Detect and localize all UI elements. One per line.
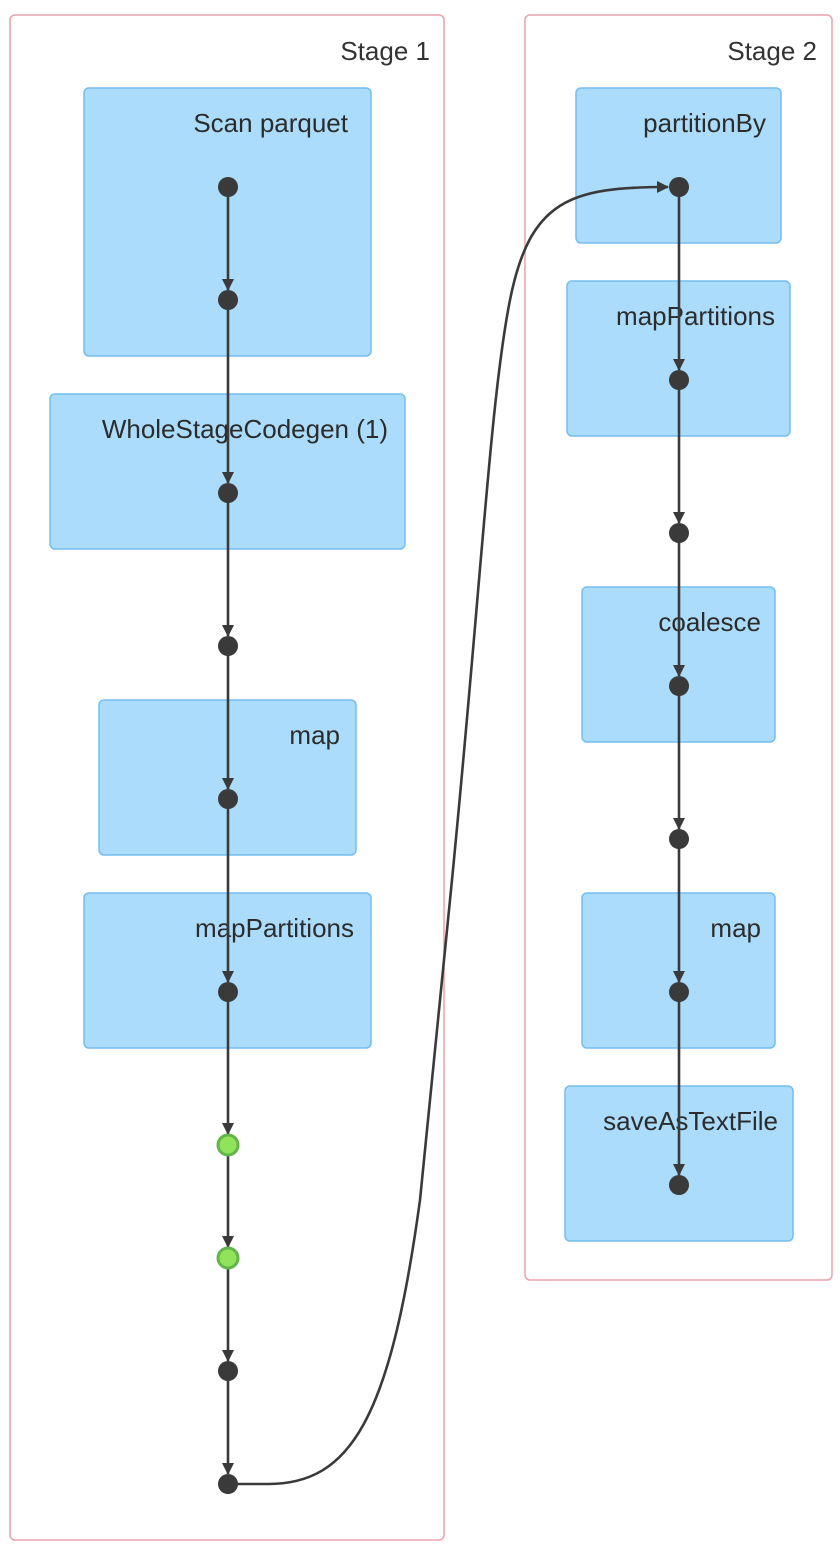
rdd-node[interactable] <box>218 177 238 197</box>
operation-label: WholeStageCodegen (1) <box>102 414 388 444</box>
operation-label: partitionBy <box>643 108 766 138</box>
rdd-node[interactable] <box>218 483 238 503</box>
rdd-node[interactable] <box>669 523 689 543</box>
rdd-node[interactable] <box>669 1175 689 1195</box>
rdd-node[interactable] <box>669 676 689 696</box>
shuffle-edge <box>228 181 669 1486</box>
operation-label: coalesce <box>658 607 761 637</box>
stage-1-label: Stage 1 <box>340 36 430 66</box>
rdd-node[interactable] <box>669 982 689 1002</box>
rdd-nodes <box>216 177 689 1494</box>
rdd-node[interactable] <box>669 829 689 849</box>
rdd-node[interactable] <box>669 177 689 197</box>
cached-rdd-node[interactable] <box>216 1246 240 1270</box>
rdd-node[interactable] <box>218 636 238 656</box>
rdd-node[interactable] <box>669 370 689 390</box>
rdd-node[interactable] <box>218 290 238 310</box>
cached-rdd-node[interactable] <box>216 1133 240 1157</box>
rdd-node[interactable] <box>218 1474 238 1494</box>
operation-label: map <box>710 913 761 943</box>
operation-label: map <box>289 720 340 750</box>
operation-label: mapPartitions <box>616 301 775 331</box>
operation-label: saveAsTextFile <box>603 1106 778 1136</box>
rdd-node[interactable] <box>218 789 238 809</box>
rdd-node[interactable] <box>218 1361 238 1381</box>
operation-label: Scan parquet <box>193 108 348 138</box>
rdd-node[interactable] <box>218 982 238 1002</box>
edges <box>222 181 685 1486</box>
stage-2-label: Stage 2 <box>727 36 817 66</box>
operation-label: mapPartitions <box>195 913 354 943</box>
